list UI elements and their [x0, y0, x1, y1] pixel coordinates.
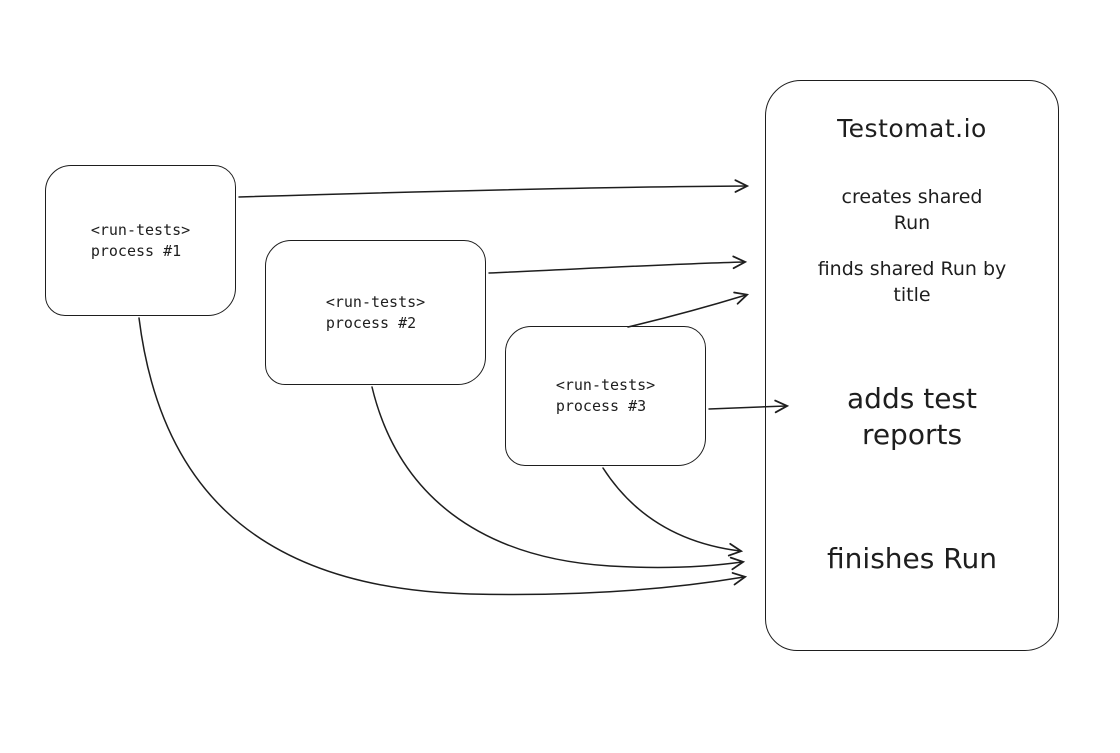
process-3-line1: <run-tests>: [555, 376, 656, 394]
action-adds-test-reports: adds test reports: [766, 381, 1058, 453]
service-title: Testomat.io: [837, 114, 987, 143]
process-1-line2: process #1: [90, 241, 182, 260]
arrow-process3-to-finishes-run: [602, 467, 744, 557]
process-2-label: <run-tests> process #2: [326, 292, 425, 334]
process-3-label: <run-tests> process #3: [556, 375, 655, 417]
action-finds-shared-run-label: finds shared Run by title: [817, 258, 1007, 306]
process-1-line1: <run-tests>: [90, 220, 191, 239]
process-2-line1: <run-tests>: [325, 292, 426, 311]
testomat-service-box: Testomat.io creates shared Run finds sha…: [765, 80, 1059, 651]
arrow-process2-to-finds-run: [488, 255, 748, 274]
process-box-3: <run-tests> process #3: [505, 326, 706, 466]
action-creates-shared-run: creates shared Run: [766, 184, 1058, 236]
process-box-1: <run-tests> process #1: [45, 165, 236, 316]
process-1-label: <run-tests> process #1: [91, 220, 190, 262]
arrow-process1-to-creates-run: [238, 179, 750, 198]
action-adds-test-reports-label: adds test reports: [847, 382, 977, 451]
process-2-line2: process #2: [325, 313, 417, 332]
process-3-line2: process #3: [555, 397, 647, 415]
action-finishes-run: finishes Run: [766, 541, 1058, 577]
action-finishes-run-label: finishes Run: [827, 542, 997, 575]
action-finds-shared-run: finds shared Run by title: [766, 256, 1058, 308]
process-box-2: <run-tests> process #2: [265, 240, 486, 385]
arrow-process3-to-finds-run: [627, 291, 750, 328]
action-creates-shared-run-label: creates shared Run: [841, 186, 983, 234]
